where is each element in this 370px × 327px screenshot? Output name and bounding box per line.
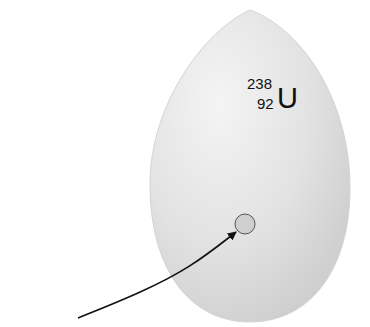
atomic-number: 92 [257, 96, 274, 111]
nucleus-outline [150, 8, 350, 324]
neutron-dot [235, 214, 255, 234]
nucleus-shape: 238 92U [150, 8, 350, 324]
element-symbol: U [277, 84, 298, 113]
incoming-neutron-arrow [78, 232, 236, 318]
nucleus-body [150, 10, 350, 322]
mass-number: 238 [247, 76, 272, 91]
